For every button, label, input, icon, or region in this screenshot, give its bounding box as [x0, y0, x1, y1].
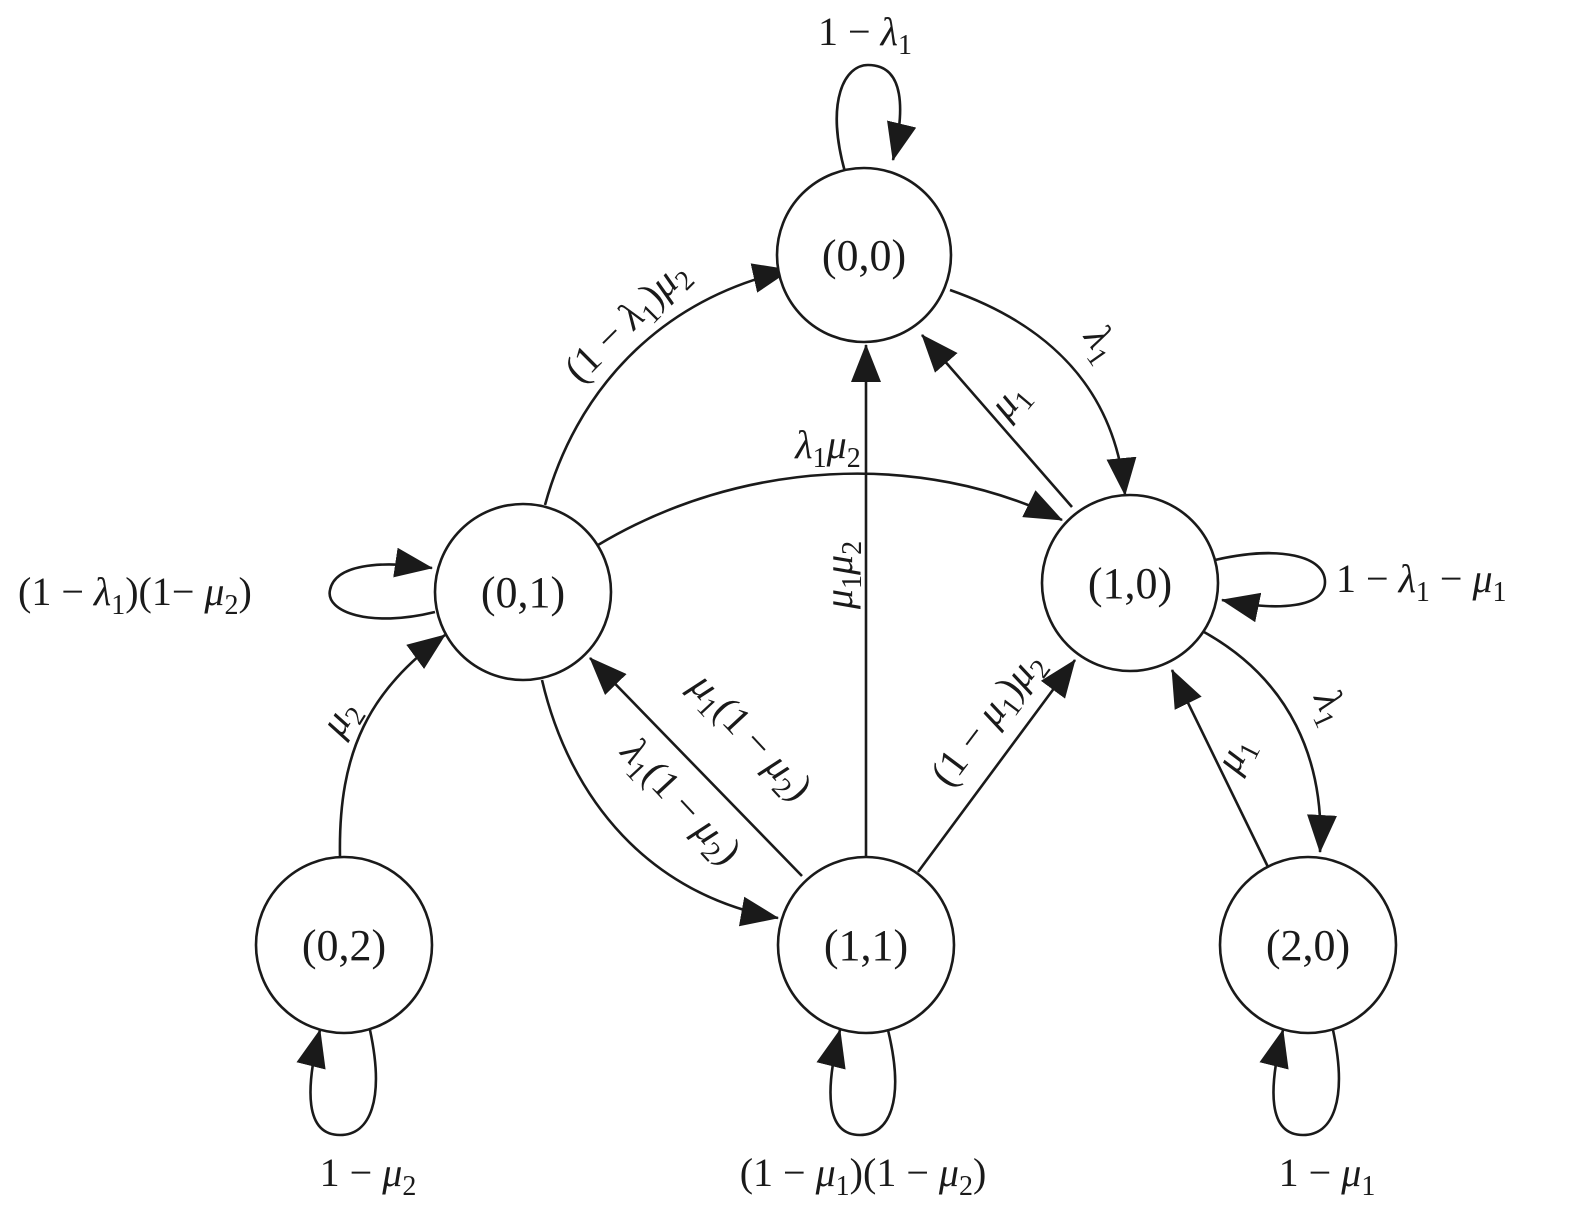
node-0-0: (0,0) — [775, 166, 953, 344]
edge-label-02-01: μ2​ — [310, 690, 373, 747]
edge-01-11 — [540, 679, 779, 927]
node-2-0: (2,0) — [1218, 855, 1398, 1035]
edge-loop-00 — [835, 63, 917, 173]
edge-label-10-00: μ1​ — [979, 372, 1041, 432]
edge-loop-01 — [328, 547, 436, 620]
edge-label-loop-10: 1 − λ1​ − μ1​ — [1336, 556, 1507, 608]
edge-label-20-10: μ1​ — [1205, 728, 1267, 783]
node-1-1: (1,1) — [776, 855, 956, 1035]
edge-label-01-00: (1 − λ1​)μ2​ — [555, 250, 701, 396]
edge-00-10 — [949, 288, 1137, 496]
edge-01-10 — [597, 472, 1063, 547]
edge-label-loop-00: 1 − λ1​ — [818, 9, 912, 61]
node-label: (2,0) — [1266, 921, 1350, 970]
edge-11-01 — [589, 657, 803, 877]
edge-label-loop-20: 1 − μ1​ — [1279, 1150, 1376, 1202]
edge-label-10-20: λ1​ — [1298, 682, 1359, 733]
edge-10-20 — [1203, 630, 1337, 853]
edge-label-loop-01: (1 − λ1​)(1− μ2​) — [18, 569, 252, 621]
edge-loop-02 — [296, 1029, 378, 1137]
edge-label-00-10: λ1​ — [1069, 316, 1130, 372]
node-label: (1,0) — [1088, 559, 1172, 608]
edge-10-00 — [921, 334, 1073, 508]
node-0-1: (0,1) — [433, 502, 613, 682]
edge-02-01 — [338, 633, 446, 858]
node-1-0: (1,0) — [1040, 493, 1220, 673]
edge-loop-11 — [816, 1029, 897, 1137]
edge-label-11-00: μ1​μ2​ — [816, 541, 868, 610]
node-label: (0,0) — [822, 231, 906, 280]
edge-loop-20 — [1259, 1029, 1341, 1137]
node-0-2: (0,2) — [254, 855, 434, 1035]
edge-loop-10 — [1214, 551, 1327, 623]
edge-01-00 — [543, 263, 791, 506]
edge-11-10 — [916, 659, 1077, 873]
edge-label-loop-11: (1 − μ1​)(1 − μ2​) — [740, 1150, 987, 1202]
edge-label-loop-02: 1 − μ2​ — [320, 1150, 417, 1202]
edge-label-01-10: λ1​μ2​ — [794, 422, 860, 474]
node-label: (0,2) — [302, 921, 386, 970]
node-label: (0,1) — [481, 568, 565, 617]
node-label: (1,1) — [824, 921, 908, 970]
edge-20-10 — [1170, 669, 1270, 868]
